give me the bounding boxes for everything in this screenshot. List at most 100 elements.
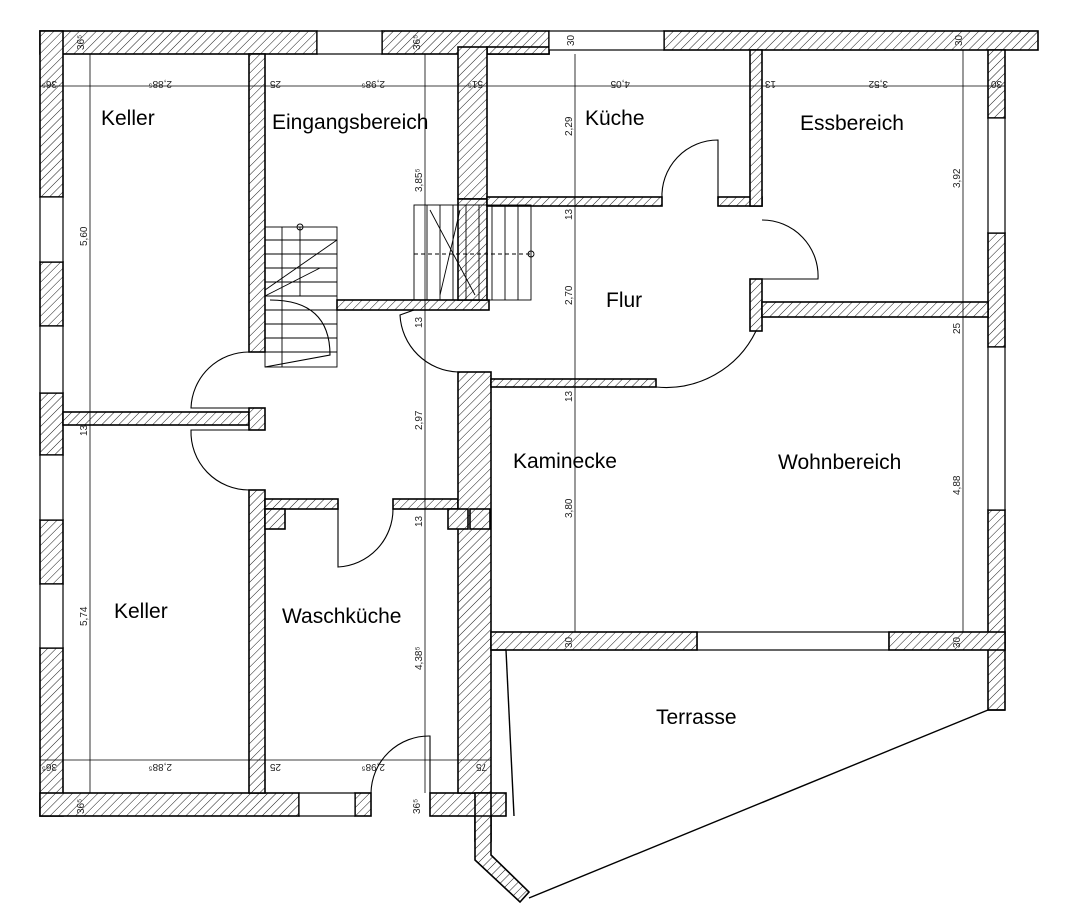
- wall-keller-divider-stub: [248, 407, 266, 431]
- wall-core-vertical-bottom: [457, 371, 492, 794]
- wall-keller-east-top: [248, 53, 266, 353]
- dim-kamin-height: 3,80: [564, 498, 575, 518]
- dim-kueche-height: 2,29: [564, 116, 575, 136]
- dim-top-2: 25: [269, 78, 281, 89]
- dim-top-4: 51⁵: [468, 78, 483, 89]
- window-left-3: [39, 454, 64, 521]
- dim-wohn-wall-bottom: 30: [952, 636, 963, 648]
- dimension-texts: 36⁵ 2,88⁵ 25 2,98⁵ 51⁵ 4,05 13 3,52 30 3…: [42, 34, 1002, 814]
- wall-top-3: [486, 46, 550, 55]
- dim-top-0: 36⁵: [42, 78, 57, 89]
- wall-eingang-stair: [336, 299, 490, 311]
- label-eingangsbereich: Eingangsbereich: [272, 111, 428, 134]
- dim-bottom-2: 25: [269, 761, 281, 772]
- dim-mid-wall: 13: [414, 515, 425, 527]
- doors: [190, 139, 819, 794]
- wall-south-1: [490, 631, 698, 651]
- label-terrasse: Terrasse: [656, 706, 737, 729]
- dim-kamin-wall: 30: [564, 636, 575, 648]
- window-right-2: [987, 346, 1006, 511]
- dim-flur-wall: 13: [564, 390, 575, 402]
- label-kueche: Küche: [585, 107, 645, 130]
- dim-keller-divider: 13: [79, 424, 90, 436]
- wall-wasch-top-2: [392, 498, 459, 510]
- wall-kueche-ess: [749, 49, 763, 207]
- dim-top-wall-right: 30: [954, 34, 965, 46]
- room-labels: Keller Eingangsbereich Küche Essbereich …: [101, 107, 904, 729]
- door-outside: [370, 735, 431, 794]
- wall-core-vertical-top: [457, 198, 488, 301]
- interior-walls: [62, 49, 1006, 842]
- dim-ess-height: 3,92: [952, 168, 963, 188]
- label-keller-top: Keller: [101, 107, 155, 130]
- door-wasch: [337, 508, 394, 568]
- wall-south-2: [888, 631, 1006, 651]
- wall-bottom-3: [429, 792, 507, 817]
- dim-flur-height: 2,70: [564, 285, 575, 305]
- door-wohn: [655, 330, 757, 389]
- wall-kitchen-left: [457, 46, 488, 200]
- wall-ess-wohn: [761, 301, 989, 318]
- dim-wohn-height: 4,88: [952, 475, 963, 495]
- wall-left-1: [39, 30, 64, 198]
- pillar-2: [447, 508, 469, 530]
- dimension-lines: [40, 50, 1005, 793]
- dim-top-8: 30: [990, 78, 1002, 89]
- window-top-2: [548, 30, 665, 51]
- dim-bottom-1: 2,88⁵: [148, 761, 172, 772]
- window-left-4: [39, 583, 64, 649]
- dim-keller-top-height: 5,60: [79, 226, 90, 246]
- dim-top-5: 4,05: [610, 78, 630, 89]
- label-keller-bottom: Keller: [114, 600, 168, 623]
- label-essbereich: Essbereich: [800, 112, 904, 135]
- window-right-1: [987, 117, 1006, 234]
- dim-wasch-height: 4,38⁵: [414, 646, 425, 670]
- label-flur: Flur: [606, 289, 642, 312]
- dim-mid-height: 2,97: [414, 410, 425, 430]
- window-bottom-1: [298, 792, 356, 817]
- label-wohnbereich: Wohnbereich: [778, 451, 901, 474]
- terrace-outline: [474, 649, 1005, 904]
- wall-keller-east-bottom: [248, 489, 266, 794]
- window-left-2: [39, 325, 64, 394]
- dim-bottom-4: 75: [475, 761, 487, 772]
- wall-right-3: [987, 509, 1006, 711]
- dim-top-3: 2,98⁵: [361, 78, 385, 89]
- door-kueche: [661, 139, 719, 200]
- wall-kueche-bottom: [486, 196, 663, 207]
- pillar-1: [264, 508, 286, 530]
- stairs-left: [264, 223, 338, 368]
- wall-bottom-2: [354, 792, 372, 817]
- wall-left-5: [39, 647, 64, 817]
- dim-top-1: 2,88⁵: [148, 78, 172, 89]
- wall-top-4: [663, 30, 1039, 51]
- dim-top-wall-mid: 36⁵: [412, 35, 423, 50]
- dim-top-wall-left: 36⁵: [76, 35, 87, 50]
- window-left-1: [39, 196, 64, 263]
- dim-top-7: 3,52: [868, 78, 888, 89]
- dim-top-wall-kitchen: 30: [566, 34, 577, 46]
- dim-bottom-3: 2,98⁵: [361, 761, 385, 772]
- door-ess: [761, 219, 819, 280]
- door-keller-top: [190, 351, 250, 409]
- window-top-1: [316, 30, 383, 55]
- dim-bottom-wall-mid: 36⁵: [412, 799, 423, 814]
- dim-top-6: 13: [764, 78, 776, 89]
- dim-eingang-wall: 13: [414, 316, 425, 328]
- door-keller-bottom: [190, 429, 250, 491]
- dim-eingang-height: 3,85⁵: [414, 168, 425, 192]
- wall-left-2: [39, 261, 64, 327]
- dim-wohn-wall-top: 25: [952, 322, 963, 334]
- wall-keller-divider: [62, 411, 250, 426]
- dim-bottom-0: 36⁵: [42, 761, 57, 772]
- wall-right-2: [987, 232, 1006, 348]
- label-waschkueche: Waschküche: [282, 605, 401, 628]
- window-south-wohn: [696, 631, 890, 651]
- windows: [39, 30, 1006, 817]
- dim-bottom-wall-left: 36⁵: [76, 799, 87, 814]
- dim-kueche-wall: 13: [564, 208, 575, 220]
- door-eingang-flur: [399, 309, 459, 373]
- wall-left-3: [39, 392, 64, 456]
- pillar-3: [469, 508, 491, 530]
